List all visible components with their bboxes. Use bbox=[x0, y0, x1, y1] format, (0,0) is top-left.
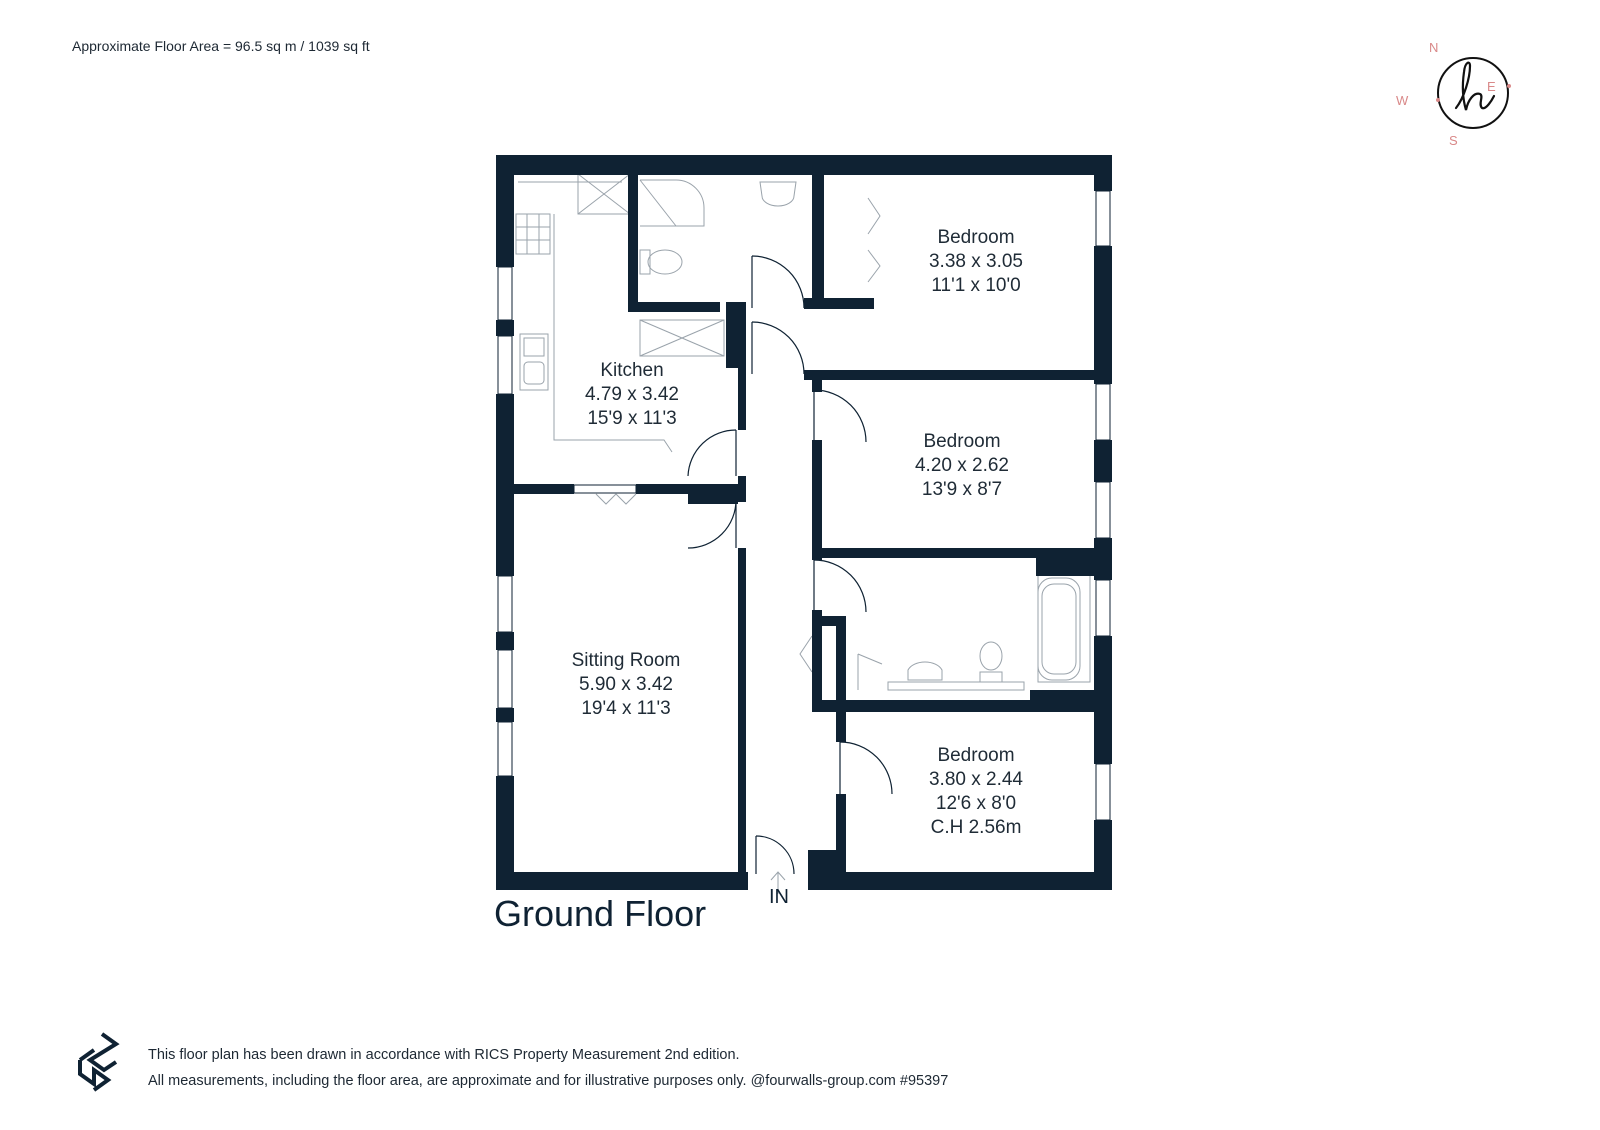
floor-area-text: Approximate Floor Area = 96.5 sq m / 103… bbox=[72, 38, 370, 54]
room-metric-size: 5.90 x 3.42 bbox=[578, 674, 674, 695]
disclaimer: This floor plan has been drawn in accord… bbox=[148, 1042, 948, 1094]
disclaimer-line-1: This floor plan has been drawn in accord… bbox=[148, 1047, 740, 1063]
room-metric-size: 3.38 x 3.05 bbox=[928, 251, 1024, 272]
entrance-label: IN bbox=[769, 886, 789, 908]
room-bedroom-1: Bedroom 3.38 x 3.05 11'1 x 10'0 bbox=[876, 226, 1076, 298]
floor-title: Ground Floor bbox=[494, 893, 707, 934]
door-swings bbox=[687, 255, 893, 875]
compass-logo-icon bbox=[1436, 57, 1511, 129]
room-ceiling-height: C.H 2.56m bbox=[930, 817, 1022, 838]
room-metric-size: 4.20 x 2.62 bbox=[914, 455, 1010, 476]
window-frames bbox=[497, 190, 1111, 821]
compass: N E S W bbox=[1396, 38, 1530, 148]
room-name: Sitting Room bbox=[571, 650, 681, 671]
room-imperial-size: 11'1 x 10'0 bbox=[931, 275, 1021, 296]
room-name: Bedroom bbox=[923, 431, 1001, 452]
compass-west: W bbox=[1396, 93, 1409, 108]
room-imperial-size: 13'9 x 8'7 bbox=[921, 479, 1003, 500]
room-metric-size: 3.80 x 2.44 bbox=[928, 769, 1024, 790]
room-kitchen: Kitchen 4.79 x 3.42 15'9 x 11'3 bbox=[532, 359, 732, 431]
room-name: Bedroom bbox=[937, 227, 1015, 248]
room-bedroom-3: Bedroom 3.80 x 2.44 12'6 x 8'0 C.H 2.56m bbox=[876, 744, 1076, 840]
fourwalls-logo-icon bbox=[78, 1032, 120, 1092]
compass-east: E bbox=[1487, 79, 1496, 94]
room-sitting-room: Sitting Room 5.90 x 3.42 19'4 x 11'3 bbox=[526, 649, 726, 721]
room-name: Bedroom bbox=[937, 745, 1015, 766]
room-name: Kitchen bbox=[600, 360, 664, 381]
compass-north: N bbox=[1429, 40, 1439, 55]
disclaimer-line-2: All measurements, including the floor ar… bbox=[148, 1073, 949, 1089]
room-imperial-size: 15'9 x 11'3 bbox=[587, 408, 677, 429]
room-bedroom-2: Bedroom 4.20 x 2.62 13'9 x 8'7 bbox=[862, 430, 1062, 502]
walls bbox=[496, 155, 1112, 890]
room-metric-size: 4.79 x 3.42 bbox=[584, 384, 680, 405]
room-imperial-size: 19'4 x 11'3 bbox=[581, 698, 671, 719]
room-imperial-size: 12'6 x 8'0 bbox=[935, 793, 1017, 814]
compass-south: S bbox=[1449, 133, 1458, 148]
